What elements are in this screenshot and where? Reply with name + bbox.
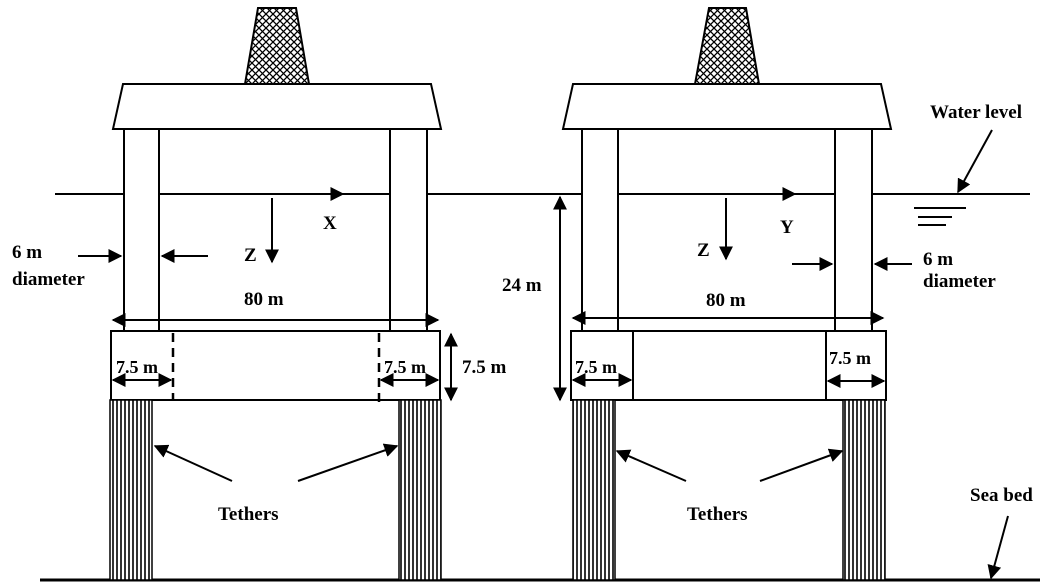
tether-pointer-right-a [615, 449, 687, 482]
z-axis-label-right: Z [697, 240, 710, 261]
sea-bed-label: Sea bed [970, 485, 1033, 506]
right-platform: Y Z 6 m diameter 80 m 7.5 m 7.5 m Tether… [561, 7, 996, 581]
water-level-label: Water level [930, 102, 1022, 123]
x-axis-label: X [323, 213, 337, 234]
left-tether-right [398, 399, 442, 581]
left-column-left [123, 128, 160, 332]
left-column-right [389, 128, 428, 332]
col-width-label-right-a: 7.5 m [575, 357, 617, 377]
width-label-right: 80 m [706, 290, 746, 311]
sea-bed-pointer [987, 515, 1009, 580]
tether-pointer-right-b [759, 448, 844, 482]
left-derrick [243, 7, 311, 85]
depth-label: 24 m [502, 275, 542, 296]
tether-pointer-left-b [297, 443, 399, 482]
tether-pointer-left-a [153, 444, 233, 482]
pontoon-height-label: 7.5 m [462, 357, 507, 378]
diameter-label-right-value: 6 m [923, 249, 953, 270]
water-level-pointer [957, 129, 993, 194]
right-column-right [834, 128, 873, 332]
tethers-label-left: Tethers [218, 504, 279, 525]
left-deck [111, 83, 443, 130]
col-width-label-left-a: 7.5 m [116, 357, 158, 377]
width-label-left: 80 m [244, 289, 284, 310]
left-pontoon [110, 330, 441, 401]
left-platform: X Z 6 m diameter 80 m 7.5 m 7.5 m 7.5 m … [12, 7, 507, 581]
diameter-label-left-word: diameter [12, 269, 85, 290]
z-axis-label-left: Z [244, 245, 257, 266]
y-axis-label: Y [780, 217, 794, 238]
right-pontoon [570, 330, 887, 401]
col-width-label-left-b: 7.5 m [384, 357, 426, 377]
right-tether-left [572, 399, 616, 581]
water-level-symbol [914, 207, 966, 226]
right-column-left [581, 128, 619, 332]
right-tether-right [842, 399, 886, 581]
left-tether-left [109, 399, 153, 581]
tethers-label-right: Tethers [687, 504, 748, 525]
diameter-label-left-value: 6 m [12, 242, 42, 263]
col-width-label-right-b: 7.5 m [829, 348, 871, 368]
right-derrick [693, 7, 761, 85]
right-deck [561, 83, 893, 130]
diameter-label-right-word: diameter [923, 271, 996, 292]
